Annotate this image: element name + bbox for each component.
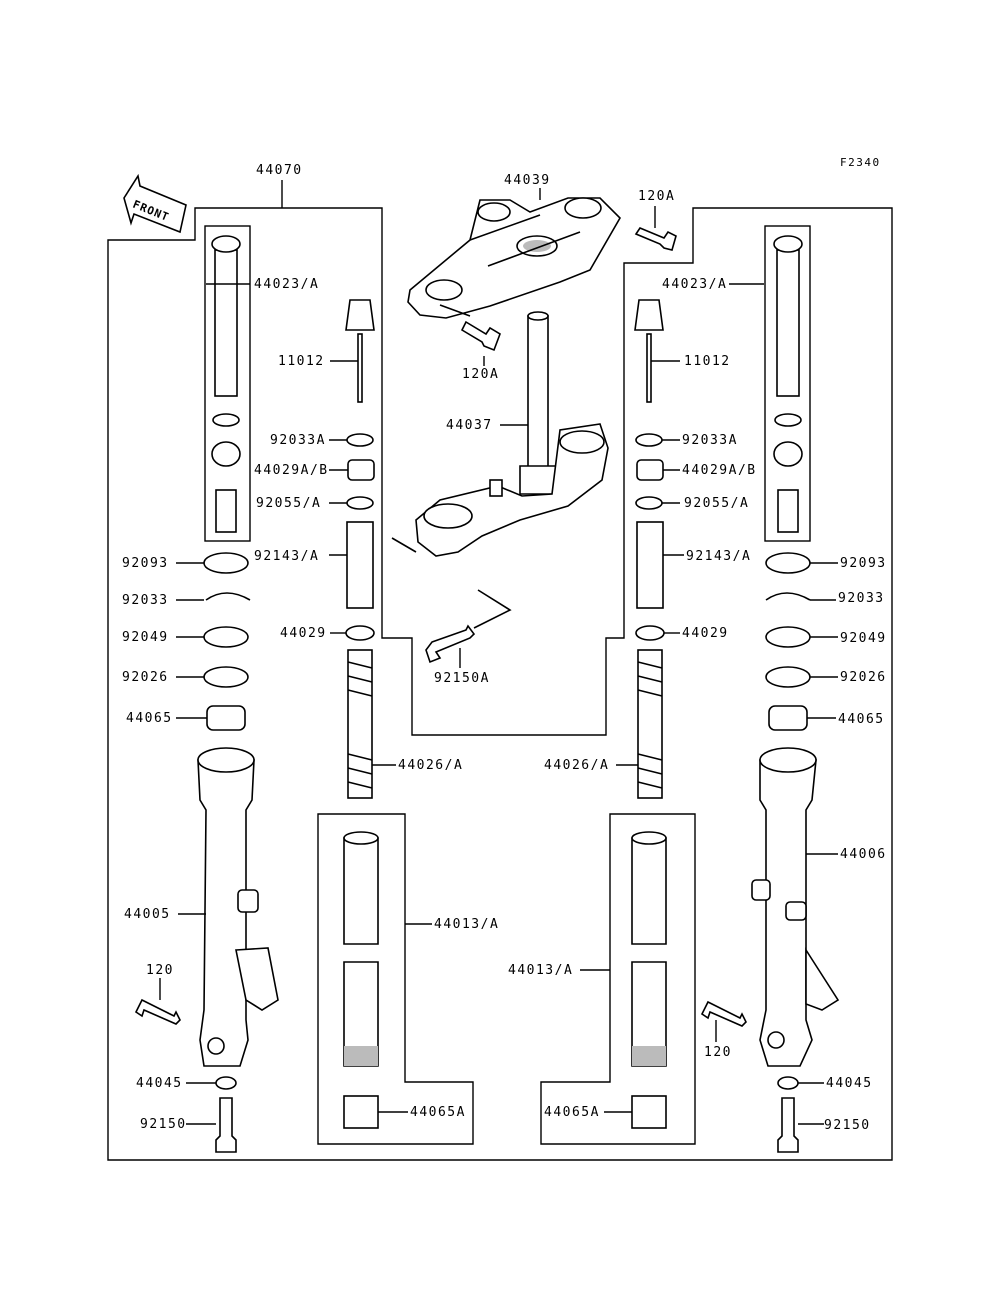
label-44045-right: 44045 — [826, 1076, 873, 1091]
label-92049-left: 92049 — [122, 630, 169, 645]
right-seal-92093-icon — [765, 552, 811, 574]
label-44023-right: 44023/A — [662, 277, 727, 292]
left-washer-44045-icon — [215, 1076, 237, 1090]
left-clip-92033-icon — [205, 592, 251, 601]
label-44026-right: 44026/A — [544, 758, 609, 773]
label-92143-right: 92143/A — [686, 549, 751, 564]
front-arrow-icon: FRONT — [123, 173, 187, 234]
right-circlip-92033a-icon — [635, 433, 663, 447]
label-92026-right: 92026 — [840, 670, 887, 685]
bolt-92150a-icon — [425, 624, 476, 664]
label-44070: 44070 — [256, 163, 303, 178]
label-11012-right: 11012 — [684, 354, 731, 369]
right-washer-92026-icon — [765, 666, 811, 688]
right-bushing-44029ab-icon — [636, 459, 664, 481]
left-washer-44029-icon — [345, 625, 375, 641]
label-44026-left: 44026/A — [398, 758, 463, 773]
left-inner-tube-44013-icon — [343, 831, 379, 1067]
label-44045-left: 44045 — [136, 1076, 183, 1091]
label-44065a-left: 44065A — [410, 1105, 466, 1120]
label-120-right: 120 — [704, 1045, 732, 1060]
label-44023-left: 44023/A — [254, 277, 319, 292]
label-44029ab-left: 44029A/B — [254, 463, 329, 478]
label-92055-right: 92055/A — [684, 496, 749, 511]
right-oring-92055-icon — [635, 496, 663, 510]
label-44065-right: 44065 — [838, 712, 885, 727]
label-44013-right: 44013/A — [508, 963, 573, 978]
left-seal-92093-icon — [203, 552, 249, 574]
label-92143-left: 92143/A — [254, 549, 319, 564]
label-92033a-right: 92033A — [682, 433, 738, 448]
label-44065-left: 44065 — [126, 711, 173, 726]
label-120a-top: 120A — [638, 189, 675, 204]
part-labels: 44070 44039 120A 44023/A 44023/A 11012 1… — [122, 163, 887, 1133]
label-92150-left: 92150 — [140, 1117, 187, 1132]
right-outer-tube-44006-icon — [751, 747, 840, 1067]
left-fork-cap-assembly-icon — [211, 235, 241, 533]
left-spring-44026-icon — [347, 649, 373, 799]
label-120-left: 120 — [146, 963, 174, 978]
right-bolt-92150-icon — [777, 1097, 799, 1153]
left-outer-tube-44005-icon — [197, 747, 279, 1067]
bolt-120a-mid-icon — [460, 320, 501, 352]
label-92033-left: 92033 — [122, 593, 169, 608]
right-seal-92049-icon — [765, 626, 811, 648]
label-44013-left: 44013/A — [434, 917, 499, 932]
leader-lines — [159, 188, 838, 1125]
label-44029-right: 44029 — [682, 626, 729, 641]
upper-triple-clamp-icon — [407, 197, 621, 319]
figure-code: F2340 — [840, 156, 881, 169]
label-11012-left: 11012 — [278, 354, 325, 369]
left-washer-92026-icon — [203, 666, 249, 688]
label-92033-right: 92033 — [838, 591, 885, 606]
left-bolt-120-icon — [134, 998, 181, 1025]
right-adjuster-rod-icon — [634, 299, 664, 403]
label-92026-left: 92026 — [122, 670, 169, 685]
left-bolt-92150-icon — [215, 1097, 237, 1153]
label-44037: 44037 — [446, 418, 493, 433]
label-120a-mid: 120A — [462, 367, 499, 382]
label-44029-left: 44029 — [280, 626, 327, 641]
bolt-120a-top-icon — [634, 227, 677, 251]
right-inner-tube-44013-icon — [631, 831, 667, 1067]
label-44029ab-right: 44029A/B — [682, 463, 757, 478]
right-bushing-44065-icon — [768, 705, 808, 731]
right-fork-cap-assembly-icon — [773, 235, 803, 533]
label-44005: 44005 — [124, 907, 171, 922]
left-bushing-44065-icon — [206, 705, 246, 731]
right-spring-44026-icon — [637, 649, 663, 799]
left-seal-92049-icon — [203, 626, 249, 648]
label-92093-left: 92093 — [122, 556, 169, 571]
left-bushing-44065a-icon — [343, 1095, 379, 1129]
label-44039: 44039 — [504, 173, 551, 188]
right-washer-44045-icon — [777, 1076, 799, 1090]
right-bolt-120-icon — [700, 1000, 747, 1027]
label-44065a-right: 44065A — [544, 1105, 600, 1120]
steering-stem-icon — [391, 311, 609, 629]
label-44006: 44006 — [840, 847, 887, 862]
label-92093-right: 92093 — [840, 556, 887, 571]
left-bushing-44029ab-icon — [347, 459, 375, 481]
left-oring-92055-icon — [346, 496, 374, 510]
left-spacer-92143-icon — [346, 521, 374, 609]
right-clip-92033-icon — [765, 592, 811, 601]
label-92150a: 92150A — [434, 671, 490, 686]
right-washer-44029-icon — [635, 625, 665, 641]
left-circlip-92033a-icon — [346, 433, 374, 447]
label-92055-left: 92055/A — [256, 496, 321, 511]
label-92150-right: 92150 — [824, 1118, 871, 1133]
label-92033a-left: 92033A — [270, 433, 326, 448]
assembly-frames — [107, 180, 893, 1161]
right-spacer-92143-icon — [636, 521, 664, 609]
label-92049-right: 92049 — [840, 631, 887, 646]
left-adjuster-rod-icon — [345, 299, 375, 403]
right-bushing-44065a-icon — [631, 1095, 667, 1129]
